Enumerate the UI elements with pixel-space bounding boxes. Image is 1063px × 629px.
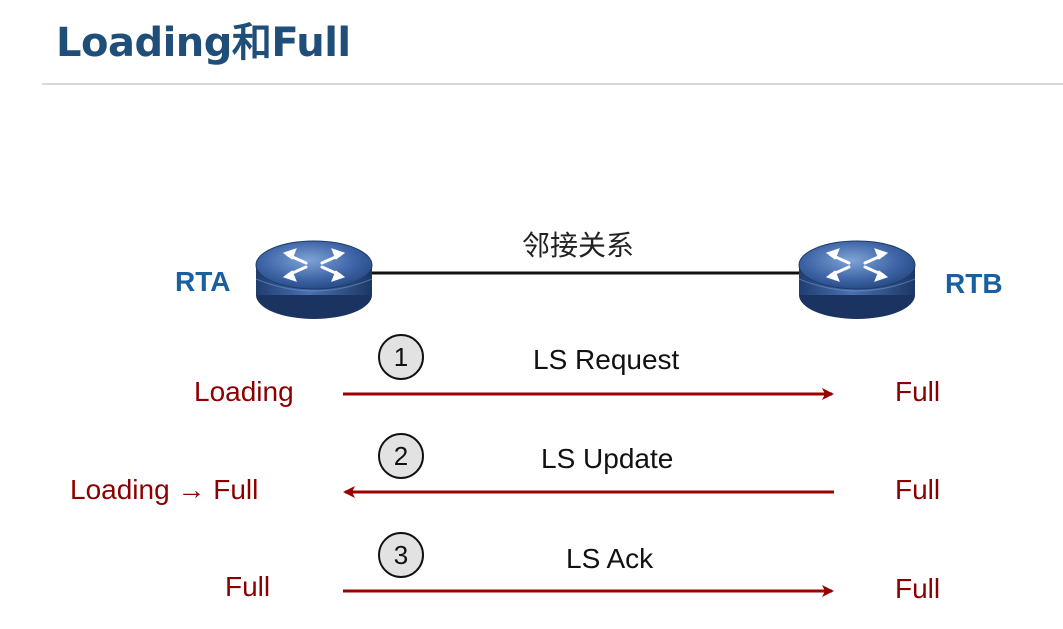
page-title: Loading和Full (56, 20, 351, 66)
step-2-message: LS Update (541, 443, 674, 474)
router-rta-icon (254, 239, 374, 321)
step-2-badge: 2 (378, 433, 424, 479)
step-1-badge: 1 (378, 334, 424, 380)
step-3-left-state: Full (225, 571, 271, 602)
router-rta-label: RTA (175, 266, 231, 297)
step-1-right-state: Full (895, 376, 941, 407)
step-3-badge: 3 (378, 532, 424, 578)
step-1-message: LS Request (533, 344, 680, 375)
step-2-right-state: Full (895, 474, 941, 505)
step-3-message: LS Ack (566, 543, 654, 574)
router-rtb-icon (797, 239, 917, 321)
step-1-left-state: Loading (194, 376, 294, 407)
step-2-left-state: Loading → Full (70, 474, 259, 505)
adjacency-label: 邻接关系 (522, 229, 635, 262)
router-rtb-label: RTB (945, 268, 1003, 299)
step-3-right-state: Full (895, 573, 941, 604)
title-divider (42, 83, 1063, 85)
